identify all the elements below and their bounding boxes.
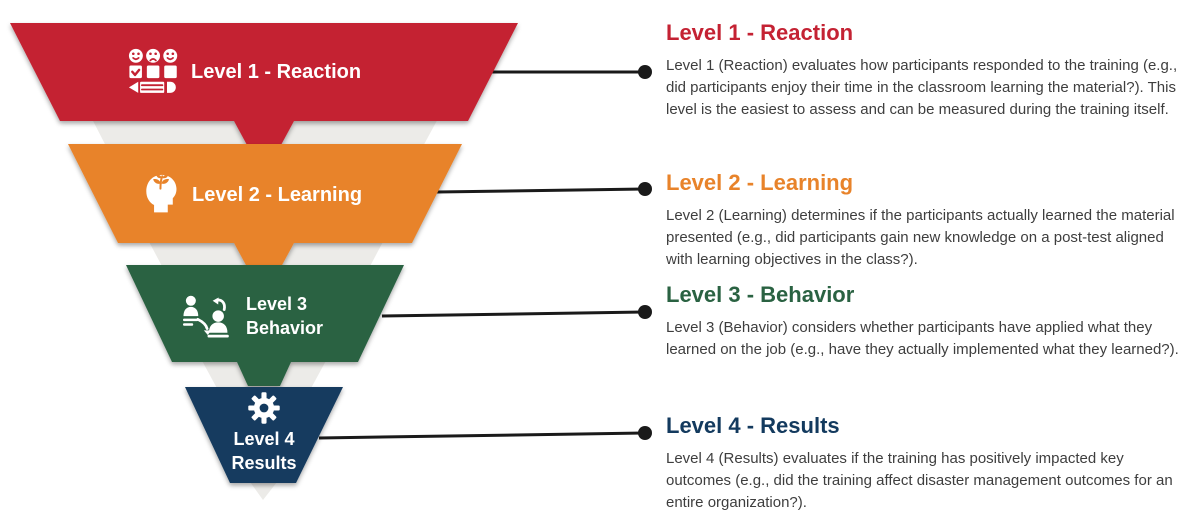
level-4-description: Level 4 - Results Level 4 (Results) eval… [666, 413, 1187, 514]
level-3-body: Level 3 (Behavior) considers whether par… [666, 319, 1179, 358]
level-1-description: Level 1 - Reaction Level 1 (Reaction) ev… [666, 20, 1187, 121]
level-2-description: Level 2 - Learning Level 2 (Learning) de… [666, 170, 1187, 271]
gear-icon [247, 391, 281, 425]
level-1-heading: Level 1 - Reaction [666, 20, 854, 45]
connector-dot-2 [638, 182, 652, 196]
connector-dot-3 [638, 305, 652, 319]
connector-dot-1 [638, 65, 652, 79]
connector-line-3 [381, 310, 646, 318]
funnel-segment-4-shape [185, 387, 343, 483]
funnel-segment-2-shape [68, 144, 462, 267]
funnel-level-2-label: Level 2 - Learning [192, 183, 363, 206]
funnel-gray-tip [250, 482, 277, 500]
connector-line-2 [436, 187, 646, 194]
funnel-level-4-label: Level 4 Results [231, 429, 297, 473]
level-2-body: Level 2 (Learning) determines if the par… [666, 207, 1175, 268]
funnel-segment-3-shape [126, 265, 404, 386]
funnel-level-3-label: Level 3 Behavior [246, 294, 324, 338]
level-4-heading: Level 4 - Results [666, 413, 840, 438]
level-2-heading: Level 2 - Learning [666, 170, 854, 195]
people-exchange-arrows-icon [181, 292, 235, 342]
level-3-heading: Level 3 - Behavior [666, 282, 855, 307]
feedback-faces-survey-icon [128, 48, 180, 97]
head-with-sprout-icon [139, 167, 181, 223]
connector-line-4 [318, 431, 646, 440]
level-4-body: Level 4 (Results) evaluates if the train… [666, 450, 1173, 511]
funnel-level-3: Level 3 Behavior [181, 285, 323, 349]
level-1-body: Level 1 (Reaction) evaluates how partici… [666, 57, 1178, 118]
funnel-level-1: Level 1 - Reaction [128, 42, 361, 102]
funnel-level-1-label: Level 1 - Reaction [191, 60, 362, 83]
funnel-level-2: Level 2 - Learning [139, 162, 362, 228]
level-3-description: Level 3 - Behavior Level 3 (Behavior) co… [666, 282, 1187, 361]
funnel-level-4: Level 4 Results [196, 391, 332, 476]
connector-dot-4 [638, 426, 652, 440]
